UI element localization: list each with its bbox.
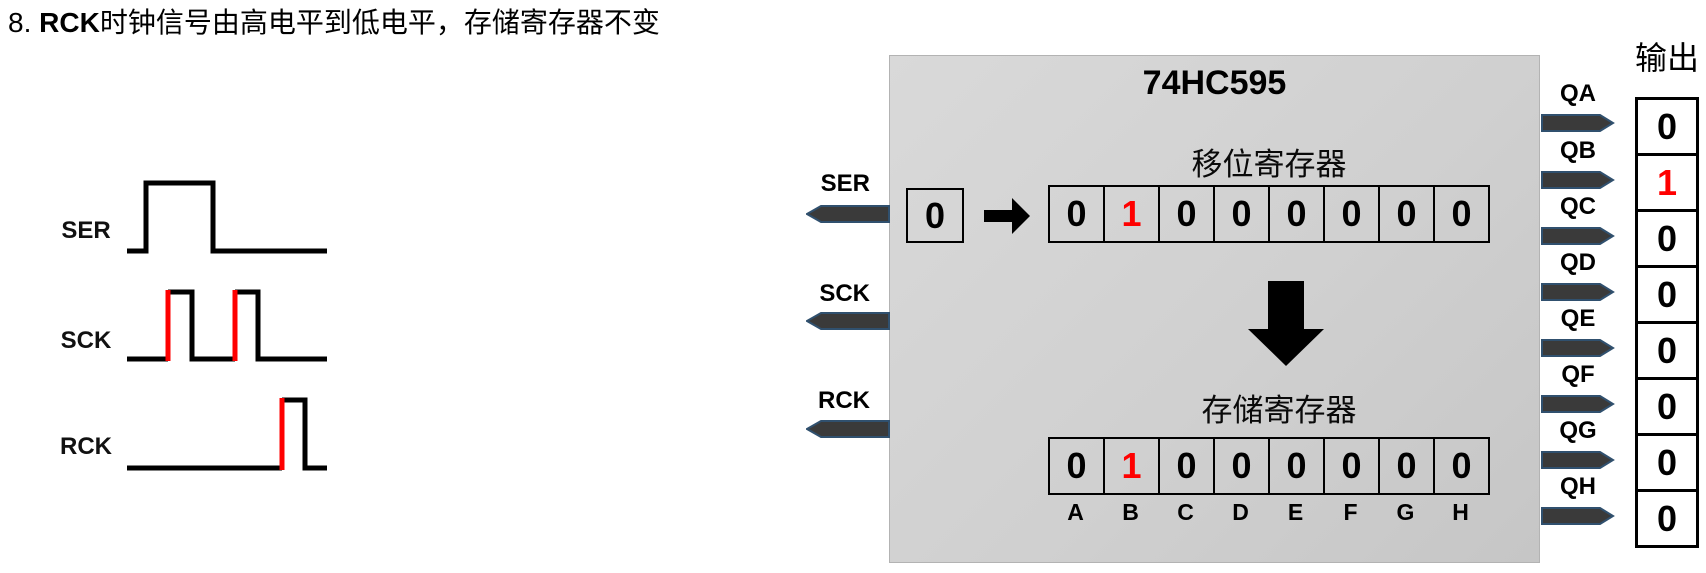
chip-body: 74HC595 移位寄存器 0 0 1 0 0 0 0 0 0 存储寄存器 0 …: [889, 55, 1540, 563]
output-value-qh: 0: [1635, 489, 1699, 548]
bit-label-g: G: [1396, 499, 1415, 525]
latch-transfer-arrow-icon: [1248, 281, 1324, 366]
bit-label-f: F: [1343, 499, 1358, 525]
bit-label-c: C: [1177, 499, 1194, 525]
output-value-qc: 0: [1635, 209, 1699, 268]
shift-register-row: 0 1 0 0 0 0 0 0: [1048, 185, 1490, 243]
qh-pin-arrow-icon: [1541, 507, 1615, 525]
output-panel-title: 输出: [1634, 40, 1699, 76]
qg-pin-arrow-icon: [1541, 451, 1615, 469]
qe-pin-label: QE: [1560, 305, 1596, 332]
shift-bit-b: 1: [1103, 185, 1160, 243]
shift-bit-h: 0: [1433, 185, 1490, 243]
qc-pin-label: QC: [1560, 193, 1596, 220]
heading-number: 8.: [8, 7, 40, 38]
timing-diagram: SER SCK RCK: [60, 180, 327, 471]
qc-pin-arrow-icon: [1541, 227, 1615, 245]
bit-label-b: B: [1122, 499, 1139, 525]
qa-pin-arrow-icon: [1541, 114, 1615, 132]
output-value-qd: 0: [1635, 265, 1699, 324]
storage-bit-e: 0: [1268, 437, 1325, 495]
storage-bit-labels: A B C D E F G H: [1048, 499, 1488, 526]
heading-text: 时钟信号由高电平到低电平，存储寄存器不变: [99, 7, 660, 38]
qb-pin-label: QB: [1560, 137, 1596, 164]
serial-input-box: 0: [906, 188, 964, 243]
qe-pin-arrow-icon: [1541, 339, 1615, 357]
heading-emphasis: RCK: [39, 7, 100, 38]
storage-bit-h: 0: [1433, 437, 1490, 495]
shift-bit-a: 0: [1048, 185, 1105, 243]
shift-bit-d: 0: [1213, 185, 1270, 243]
ser-pin-arrow-icon: [806, 205, 890, 223]
ser-pin-label: SER: [820, 170, 870, 197]
output-value-qa: 0: [1635, 97, 1699, 156]
output-value-qg: 0: [1635, 433, 1699, 492]
ser-waveform: [127, 180, 327, 254]
storage-register-row: 0 1 0 0 0 0 0 0: [1048, 437, 1490, 495]
bit-label-a: A: [1067, 499, 1084, 525]
storage-bit-a: 0: [1048, 437, 1105, 495]
output-value-qe: 0: [1635, 321, 1699, 380]
sck-pin-arrow-icon: [806, 312, 890, 330]
output-panel: 0 1 0 0 0 0 0 0: [1635, 97, 1699, 548]
sck-waveform: [127, 289, 327, 362]
output-value-qb: 1: [1635, 153, 1699, 212]
storage-bit-g: 0: [1378, 437, 1435, 495]
bit-label-h: H: [1452, 499, 1469, 525]
qa-pin-label: QA: [1560, 80, 1596, 107]
shift-in-arrow-icon: [984, 198, 1030, 234]
qf-pin-arrow-icon: [1541, 395, 1615, 413]
qd-pin-arrow-icon: [1541, 283, 1615, 301]
rck-signal-label: RCK: [60, 433, 113, 460]
rck-waveform: [127, 397, 327, 471]
page-title: 8. RCK时钟信号由高电平到低电平，存储寄存器不变: [8, 7, 660, 39]
bit-label-e: E: [1287, 499, 1304, 525]
shift-bit-f: 0: [1323, 185, 1380, 243]
storage-bit-b: 1: [1103, 437, 1160, 495]
qd-pin-label: QD: [1560, 249, 1596, 276]
shift-bit-g: 0: [1378, 185, 1435, 243]
storage-bit-f: 0: [1323, 437, 1380, 495]
shift-bit-c: 0: [1158, 185, 1215, 243]
serial-input-value: 0: [924, 194, 946, 236]
ser-signal-label: SER: [61, 217, 110, 244]
shift-register-label: 移位寄存器: [1191, 147, 1347, 182]
output-value-qf: 0: [1635, 377, 1699, 436]
rck-pin-arrow-icon: [806, 420, 890, 438]
qf-pin-label: QF: [1561, 361, 1595, 388]
qh-pin-label: QH: [1560, 473, 1596, 500]
shift-bit-e: 0: [1268, 185, 1325, 243]
sck-signal-label: SCK: [61, 327, 112, 354]
qg-pin-label: QG: [1559, 417, 1597, 444]
chip-title: 74HC595: [1142, 64, 1287, 102]
qb-pin-arrow-icon: [1541, 171, 1615, 189]
sck-pin-label: SCK: [819, 280, 870, 307]
bit-label-d: D: [1232, 499, 1249, 525]
rck-pin-label: RCK: [818, 387, 870, 414]
storage-bit-d: 0: [1213, 437, 1270, 495]
storage-bit-c: 0: [1158, 437, 1215, 495]
storage-register-label: 存储寄存器: [1201, 393, 1357, 428]
